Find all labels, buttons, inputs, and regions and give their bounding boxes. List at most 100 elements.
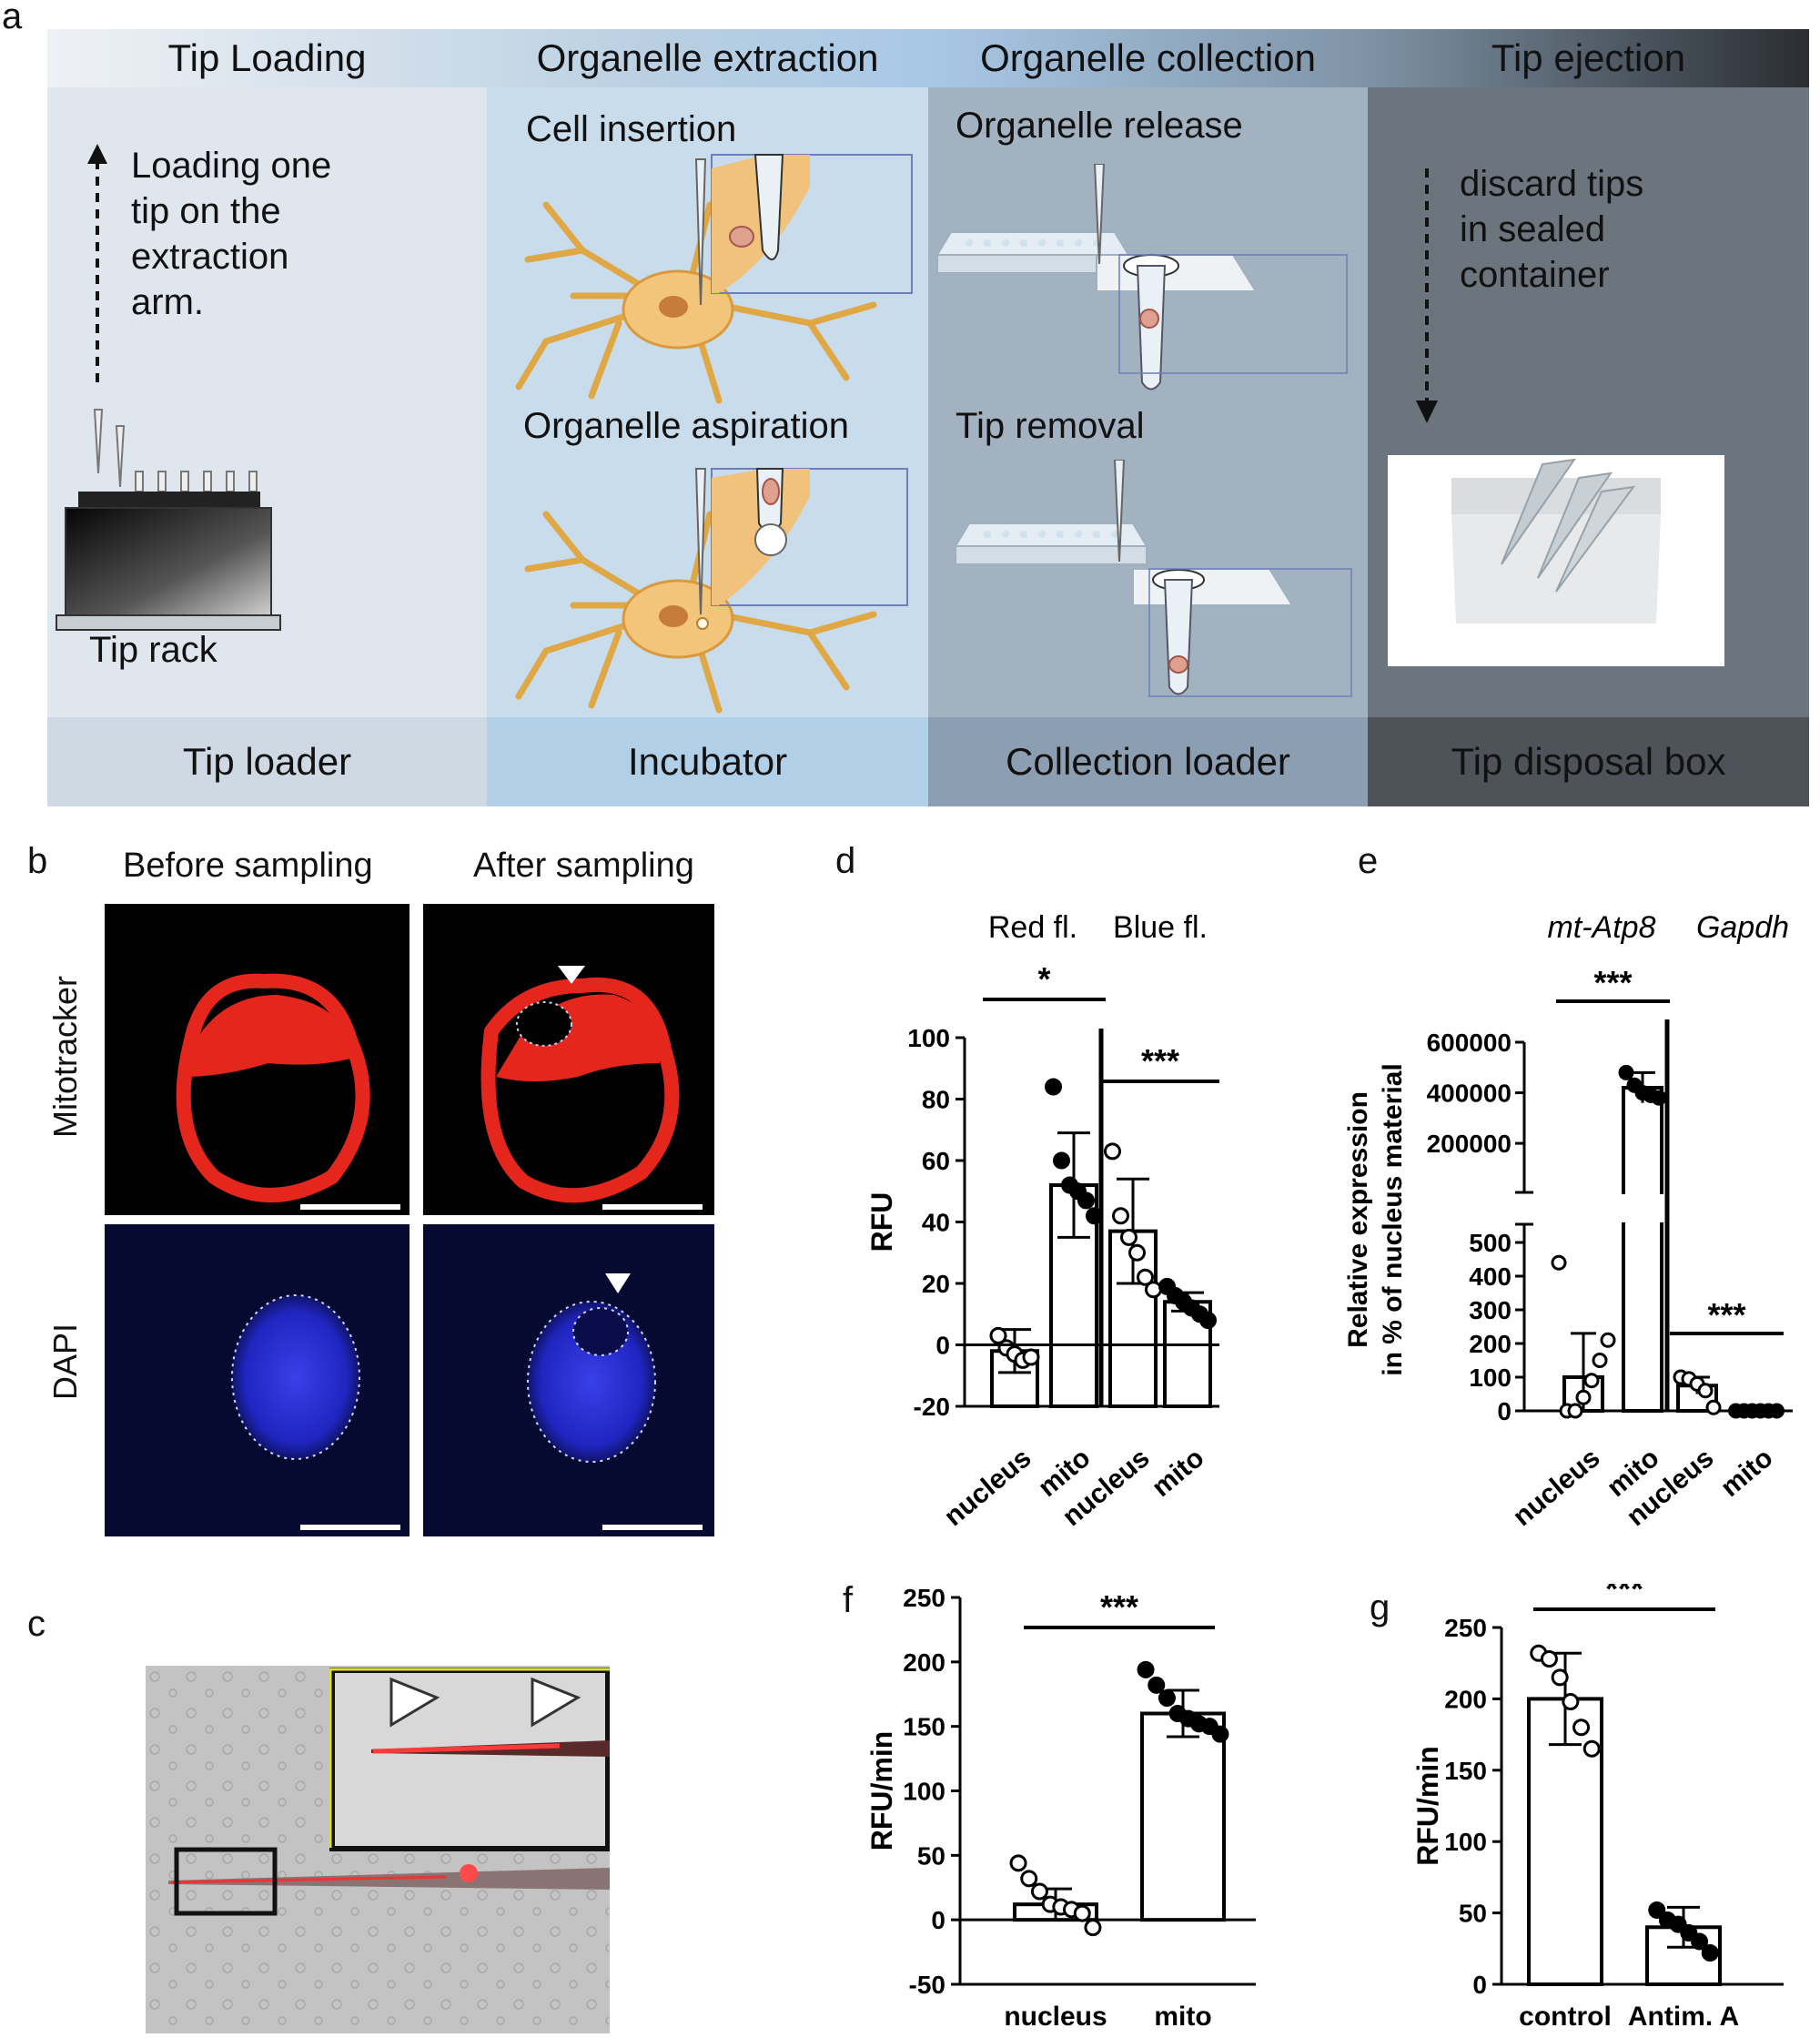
data-point-2	[1137, 1268, 1154, 1286]
data-point-1	[1077, 1191, 1095, 1210]
y-tick-label: 600000	[1427, 1029, 1512, 1057]
y-tick-label: 0	[1472, 1971, 1487, 1999]
discard-line-2: in sealed	[1460, 209, 1606, 249]
y-tick-label: 200	[1444, 1685, 1487, 1713]
data-point-1	[1053, 1151, 1070, 1170]
y-tick-label: 50	[917, 1841, 945, 1870]
y-tick-label: 200	[903, 1648, 945, 1677]
stage-footer-bg-2	[487, 717, 928, 806]
y-tick-label: 250	[1444, 1614, 1487, 1642]
data-point-0	[1020, 1870, 1038, 1888]
chart-e: 0100200300400500200000400000600000Relati…	[1343, 910, 1793, 1529]
data-point-1	[1148, 1676, 1166, 1694]
stage-bg-ejection	[1368, 29, 1809, 806]
data-point-1	[1618, 1064, 1634, 1080]
neuron-aspiration-illustration	[515, 468, 908, 714]
discard-line-3: container	[1460, 255, 1610, 295]
stage-header-ejection: Tip ejection	[1491, 36, 1686, 79]
panel-label-g: g	[1370, 1587, 1390, 1627]
data-point-3	[1199, 1312, 1217, 1329]
data-point-1	[1158, 1689, 1176, 1707]
data-point-1	[1137, 1660, 1155, 1678]
tip-loading-line-2: tip on the	[131, 191, 281, 231]
tip-loading-line-3: extraction	[131, 237, 289, 277]
y-tick-label: 80	[922, 1086, 950, 1114]
data-point-1	[1651, 1090, 1667, 1106]
stage-footer-incubator: Incubator	[627, 740, 788, 783]
data-point-1	[1691, 1932, 1709, 1951]
y-tick-label: 0	[931, 1906, 945, 1934]
dapi-before-nucleus	[231, 1294, 360, 1460]
category-label-0: control	[1519, 2002, 1612, 2032]
bar-break-gap	[1622, 1194, 1663, 1222]
discard-line-1: discard tips	[1460, 164, 1644, 204]
data-point-0	[1551, 1254, 1567, 1271]
data-point-0	[1592, 1353, 1608, 1368]
panel-label-b: b	[27, 841, 48, 881]
mito-after-cell	[480, 966, 680, 1203]
row-dapi-label: DAPI	[46, 1323, 84, 1401]
data-point-2	[1705, 1399, 1722, 1415]
cell-insertion-label: Cell insertion	[526, 109, 737, 149]
panel-label-e: e	[1358, 841, 1379, 881]
bar-1	[1622, 1086, 1663, 1413]
tip-rack-label: Tip rack	[89, 630, 217, 670]
data-point-0	[1009, 1854, 1027, 1872]
organelle-release-label: Organelle release	[956, 106, 1243, 146]
data-point-0	[1600, 1332, 1616, 1348]
tip-loading-line-4: arm.	[131, 282, 204, 322]
y-axis-label-line-1: Relative expression	[1343, 1091, 1373, 1348]
stage-footer-collection-loader: Collection loader	[1006, 740, 1290, 783]
neuron-insertion-illustration	[515, 154, 913, 404]
data-point-0	[1582, 1739, 1601, 1758]
group-label-0: mt-Atp8	[1547, 910, 1655, 945]
stage-footer-tip-disposal: Tip disposal box	[1451, 740, 1726, 783]
data-point-0	[989, 1326, 1007, 1344]
panel-label-f: f	[843, 1580, 854, 1620]
panel-label-a: a	[2, 0, 23, 36]
y-tick-label: 100	[903, 1778, 945, 1806]
data-point-0	[1583, 1373, 1600, 1389]
y-tick-label: 20	[922, 1270, 950, 1298]
panel-label-c: c	[27, 1604, 46, 1644]
significance-label: ***	[1707, 1296, 1745, 1333]
data-point-0	[1562, 1693, 1580, 1711]
data-point-0	[1022, 1348, 1040, 1366]
y-tick-label: 200	[1469, 1330, 1512, 1358]
significance-label: ***	[1593, 964, 1632, 1001]
data-point-0	[1567, 1403, 1583, 1419]
y-axis-label-line-2: in % of nucleus material	[1378, 1063, 1408, 1375]
y-axis-label: RFU/min	[1411, 1746, 1444, 1866]
tip-removal-label: Tip removal	[956, 406, 1145, 446]
category-label-0: nucleus	[938, 1443, 1036, 1529]
bar-1	[1140, 1711, 1226, 1922]
microscopy-grid	[105, 904, 714, 1536]
stage-footer-tip-loader: Tip loader	[182, 740, 352, 783]
data-point-0	[1551, 1668, 1569, 1687]
stage-header-collection: Organelle collection	[980, 36, 1316, 79]
y-tick-label: 0	[1497, 1397, 1512, 1425]
stage-bg-collection	[928, 29, 1368, 806]
significance-label: ***	[1100, 1588, 1138, 1626]
y-tick-label: 100	[1469, 1364, 1512, 1392]
data-point-2	[1112, 1207, 1129, 1225]
data-point-3	[1769, 1403, 1785, 1419]
data-point-0	[1084, 1919, 1102, 1937]
col-before-sampling: Before sampling	[123, 847, 373, 885]
y-tick-label: 400	[1469, 1262, 1512, 1291]
stage-footer-bg-1	[47, 717, 487, 806]
y-tick-label: 100	[907, 1024, 950, 1052]
y-tick-label: 60	[922, 1147, 950, 1175]
dapi-after-nucleus	[527, 1273, 656, 1463]
data-point-1	[1045, 1078, 1062, 1096]
y-tick-label: 100	[1444, 1828, 1487, 1856]
category-label-3: mito	[1715, 1443, 1779, 1503]
group-label-0: Red fl.	[988, 910, 1077, 945]
data-point-0	[1540, 1649, 1558, 1668]
category-label-3: mito	[1147, 1443, 1210, 1503]
data-point-2	[1145, 1281, 1162, 1299]
col-after-sampling: After sampling	[473, 847, 694, 885]
y-tick-label: 0	[935, 1332, 950, 1360]
